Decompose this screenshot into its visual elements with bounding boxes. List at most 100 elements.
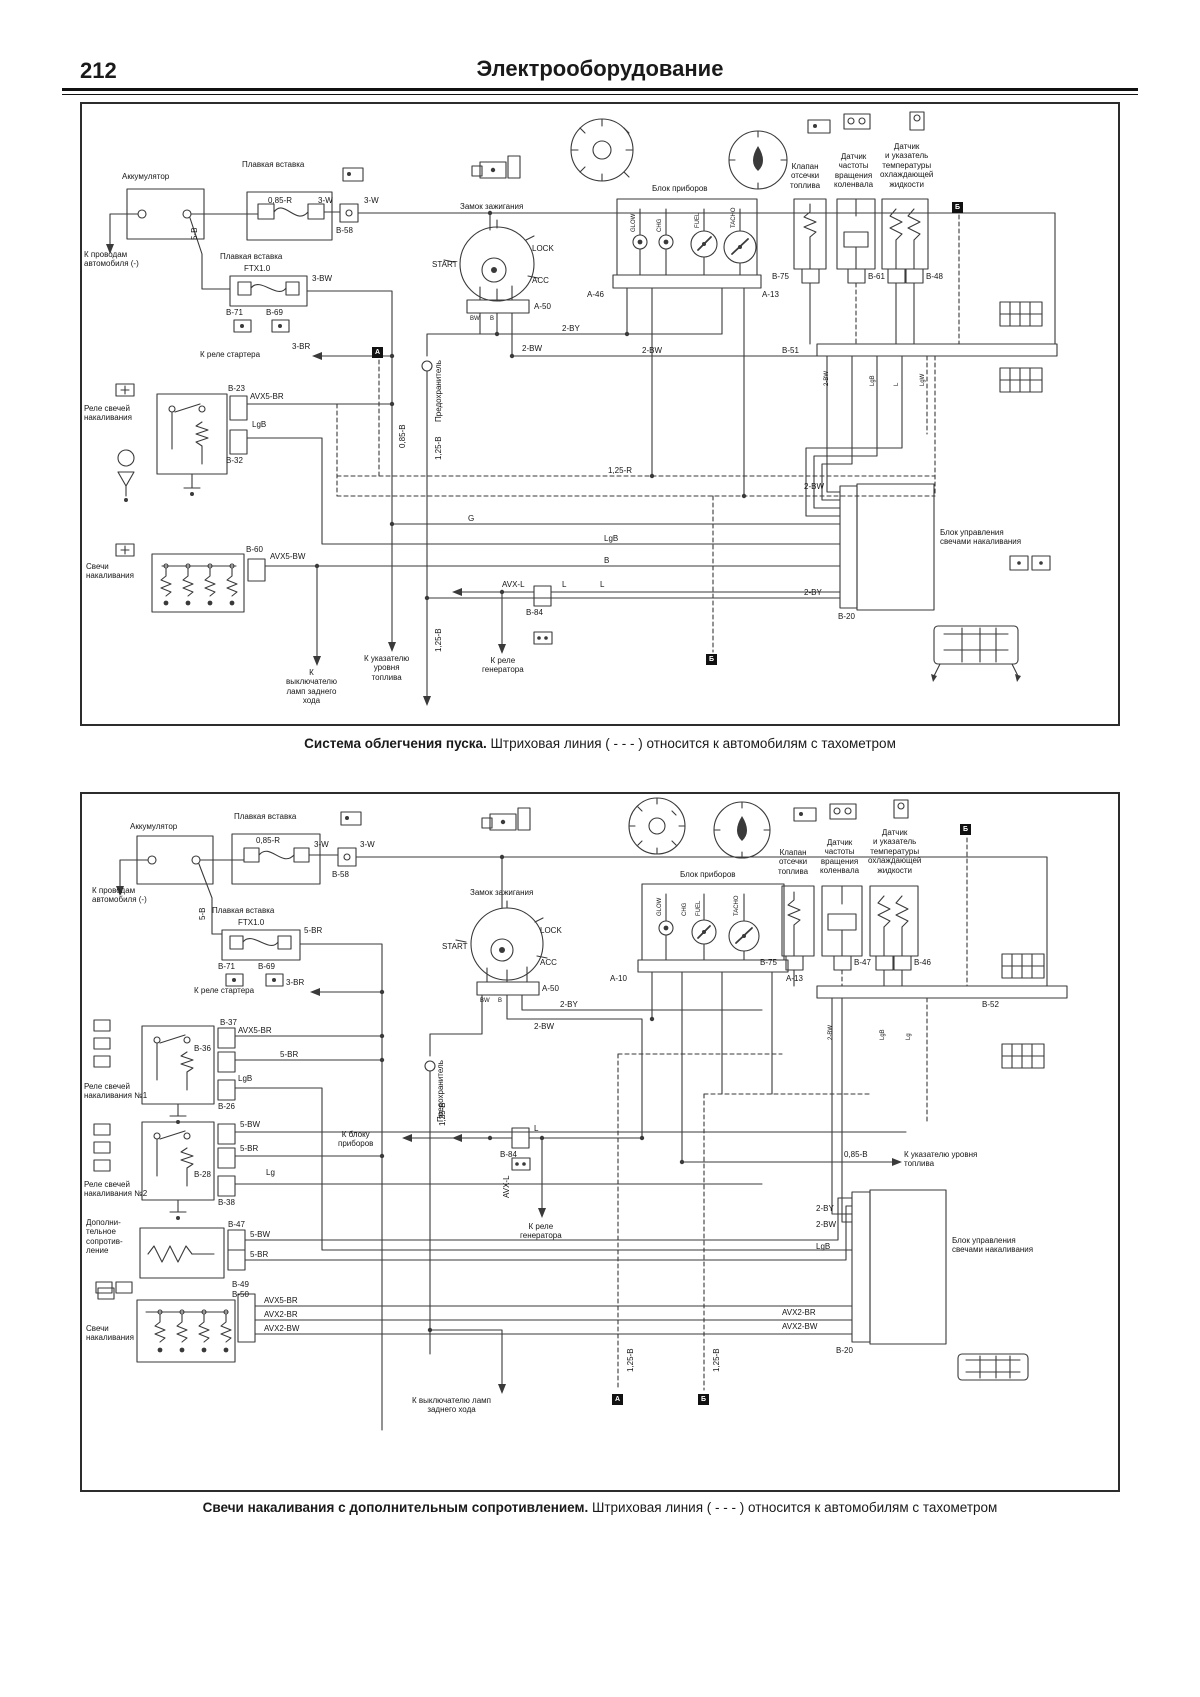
caption-1-rest: Штриховая линия ( - - - ) относится к ав… (486, 736, 896, 751)
label-wire-2bw-b: 2-BW (642, 346, 662, 355)
label-fusible-link-2: Плавкая вставка (220, 252, 283, 261)
label-wire-lgb-pin: LgB (252, 420, 267, 429)
junction-marker-b-top: Б (952, 202, 963, 213)
label-fusible-link-2: Плавкая вставка (212, 906, 275, 915)
label-connector-b46: B-46 (914, 958, 931, 967)
label-connector-b23: B-23 (228, 384, 245, 393)
label-ign-lock: LOCK (532, 244, 554, 253)
fusible-link-2 (198, 863, 385, 1431)
label-connector-b84: B-84 (526, 608, 543, 617)
label-ign-pin-bw: BW (480, 998, 490, 1004)
label-gauge-tacho: TACHO (731, 207, 737, 228)
label-connector-b38: B-38 (218, 1198, 235, 1207)
label-gauge-tacho: TACHO (734, 895, 740, 916)
label-temp-sensor: Датчик и указатель температуры охлаждающ… (880, 142, 934, 189)
label-fuse2-value: FTX1.0 (244, 264, 271, 273)
label-to-reverse-lamps: К выключателю ламп заднего хода (286, 668, 337, 706)
label-wire-085b: 0,85-B (844, 1150, 868, 1159)
label-ign-pin-bw: BW (470, 316, 480, 322)
junction-marker-a: А (612, 1394, 623, 1405)
label-connector-b60: B-60 (246, 545, 263, 554)
label-to-fuel-gauge: К указателю уровня топлива (364, 654, 410, 682)
label-wire-5bw: 5-BW (240, 1120, 260, 1129)
fuel-gauge-line (679, 1158, 902, 1166)
label-rot-2bw: 2-BW (828, 1025, 834, 1040)
junction-marker-b-bottom: Б (706, 654, 717, 665)
fusible-link-1 (190, 167, 1056, 345)
label-connector-b47s: B-47 (854, 958, 871, 967)
caption-diagram-2: Свечи накаливания с дополнительным сопро… (0, 1500, 1200, 1515)
round-connector-1 (570, 118, 634, 182)
label-connector-a10: A-10 (610, 974, 627, 983)
label-fuse1-value: 0,85-R (268, 196, 293, 205)
label-instrument-cluster: Блок приборов (652, 184, 708, 193)
label-instrument-cluster: Блок приборов (680, 870, 736, 879)
label-connector-a13: A-13 (786, 974, 803, 983)
label-wire-5br: 5-BR (304, 926, 323, 935)
label-to-generator-relay: К реле генератора (520, 1222, 562, 1241)
label-rot-lgb: LgB (880, 1029, 886, 1040)
label-to-starter-relay: К реле стартера (200, 350, 261, 359)
label-wire-avxl: AVX-L (502, 580, 525, 589)
label-rot-l: L (894, 382, 900, 386)
label-glow-plugs: Свечи накаливания (86, 1324, 134, 1343)
label-connector-b26: B-26 (218, 1102, 235, 1111)
caption-2-bold: Свечи накаливания с дополнительным сопро… (202, 1500, 589, 1515)
label-ign-start: START (442, 942, 468, 951)
label-wire-085b: 0,85-B (398, 424, 407, 448)
label-wire-avx5br-b: AVX5-BR (264, 1296, 298, 1305)
label-resistor: Дополни- тельное сопротив- ление (86, 1218, 123, 1256)
label-connector-a50: A-50 (534, 302, 551, 311)
label-wire-2bw: 2-BW (534, 1022, 554, 1031)
connector-grids (999, 301, 1051, 571)
label-wire-avx2bw: AVX2-BW (264, 1324, 300, 1333)
label-ign-acc: ACC (532, 276, 549, 285)
label-wire-3w-left: 3-W (318, 196, 333, 205)
label-wire-avx5br: AVX5-BR (238, 1026, 272, 1035)
label-connector-a50: A-50 (542, 984, 559, 993)
tachometer-dashed-lines (336, 355, 936, 653)
battery-symbol (106, 188, 205, 254)
label-wire-avx2br: AVX2-BR (264, 1310, 298, 1319)
label-to-cluster: К блоку приборов (338, 1130, 374, 1149)
label-gauge-chg: CHG (657, 218, 663, 232)
label-wire-avx2bw-ecu: AVX2-BW (782, 1322, 818, 1331)
label-connector-b48: B-48 (926, 272, 943, 281)
label-ign-acc: ACC (540, 958, 557, 967)
label-wire-2by-ecu: 2-BY (804, 588, 822, 597)
label-wire-2by: 2-BY (562, 324, 580, 333)
label-wire-125b-a: 1,25-B (434, 436, 443, 460)
label-ignition-switch: Замок зажигания (460, 202, 524, 211)
label-fuse: Предохранитель (434, 360, 443, 422)
label-rot-lgb: LgB (870, 375, 876, 386)
instrument-cluster-symbol (612, 198, 762, 499)
label-connector-b58: B-58 (332, 870, 349, 879)
label-wire-125b-a: 1,25-B (438, 1102, 447, 1126)
label-fuse1-value: 0,85-R (256, 836, 281, 845)
label-connector-b20: B-20 (836, 1346, 853, 1355)
label-ign-pin-b: B (490, 316, 495, 322)
label-wire-125b-b: 1,25-B (626, 1348, 635, 1372)
round-connector-2 (728, 130, 788, 190)
sensor-symbols (793, 111, 960, 345)
label-glow-control-unit: Блок управления свечами накаливания (952, 1236, 1034, 1255)
connector-grids (1001, 953, 1045, 1069)
label-connector-b28: B-28 (194, 1170, 211, 1179)
caption-diagram-1: Система облегчения пуска. Штриховая лини… (0, 736, 1200, 751)
junction-marker-a: А (372, 347, 383, 358)
label-rot-lg: Lg (906, 1033, 912, 1040)
label-wire-lgb-bus: LgB (604, 534, 619, 543)
fusible-link-1 (199, 811, 1048, 987)
label-connector-b50: B-50 (232, 1290, 249, 1299)
b84-branch (402, 1127, 645, 1218)
label-wire-3w-right: 3-W (364, 196, 379, 205)
label-to-reverse-lamps: К выключателю ламп заднего хода (412, 1396, 492, 1415)
sensor-symbols (781, 799, 919, 987)
label-ign-pin-b: B (498, 998, 503, 1004)
fusible-link-2 (189, 217, 395, 643)
label-wire-3br: 3-BR (286, 978, 305, 987)
label-ign-lock: LOCK (540, 926, 562, 935)
left-buses (313, 521, 841, 666)
label-wire-3bw: 3-BW (312, 274, 332, 283)
